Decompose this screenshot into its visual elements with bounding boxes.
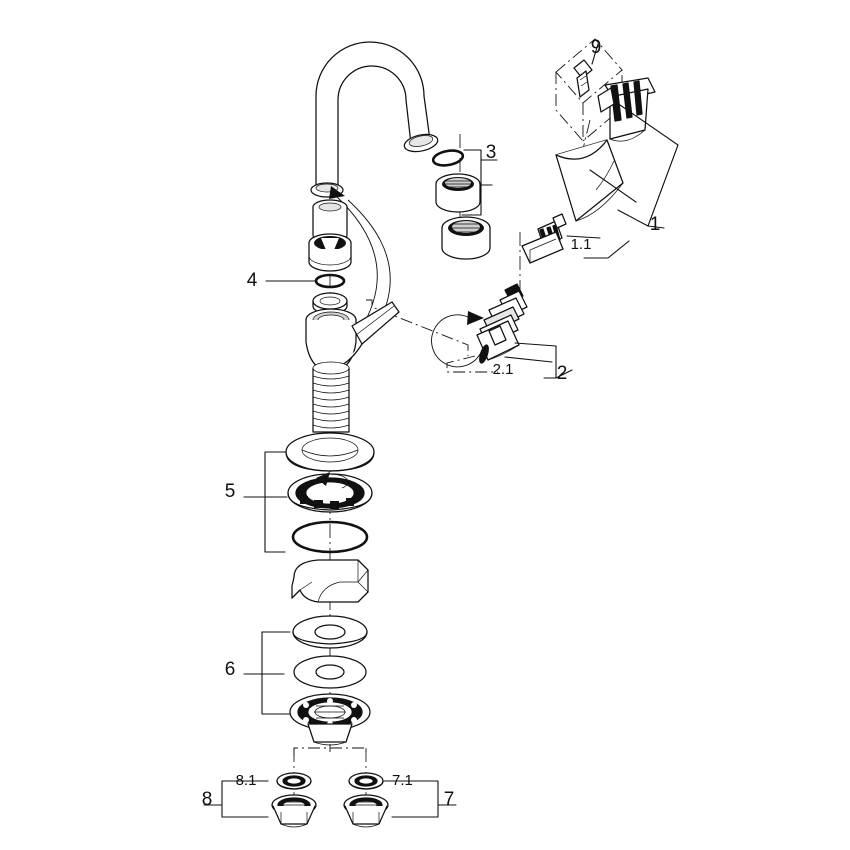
part-aerator-upper [435,173,481,213]
part-upper-o-ring [291,520,369,554]
callout-1-1-bracket [566,235,630,259]
callout-label-2: 2 [557,363,568,384]
callout-3-bracket [461,149,498,216]
callout-9-leader [591,43,599,65]
callout-label-1: 1 [650,214,661,235]
index-cap-plug [573,59,593,98]
callout-label-7: 7 [444,789,455,810]
part-handle-cap [597,77,656,142]
part-aerator-lower [441,216,491,260]
callout-label-7-1: 7.1 [392,772,413,789]
callout-label-8: 8 [202,789,213,810]
part-faucet-body [305,301,400,373]
part-spout-tube [315,41,431,193]
callout-label-5: 5 [225,481,236,502]
callout-label-8-1: 8.1 [236,772,257,789]
part-mounting-nut [289,693,371,746]
callout-7-bracket [383,780,457,818]
part-aerator-oring [431,149,465,167]
part-brass-ring [287,472,373,513]
callout-label-2-1: 2.1 [493,361,514,378]
callout-2-1-bracket [446,355,498,373]
part-lower-washer-upper [292,615,368,649]
callout-label-6: 6 [225,659,236,680]
part-handle-lever [555,139,624,222]
nut-split-leader [293,744,367,756]
part-spout-outlet-ring [403,133,439,153]
part-spout-collar [308,233,352,272]
part-lower-washer-lower [293,655,367,689]
callout-2-bracket [504,342,573,379]
shank-threads [312,375,350,429]
callout-8-bracket [203,780,269,818]
part-nut-7 [343,794,389,828]
part-washer-7-1 [348,772,384,790]
part-nut-8 [271,794,317,828]
callout-label-1-1: 1.1 [571,236,592,253]
part-cartridge [431,283,528,368]
part-threaded-shank [312,361,350,433]
callout-label-9: 9 [591,37,602,58]
callout-label-3: 3 [486,142,497,163]
callout-label-4: 4 [247,270,258,291]
callout-6-bracket [243,631,291,715]
part-stabiliser-block [291,559,369,603]
callout-1-bracket [589,104,679,229]
cartridge-install-leader [366,299,469,356]
part-index-cap-group [555,38,623,142]
callout-labels: 1 1.1 2 2.1 3 4 5 6 7 7.1 8 8.1 9 [202,37,661,810]
callout-5-bracket [243,451,288,553]
part-washer-8-1 [276,772,312,790]
part-escutcheon-cap [285,432,375,472]
part-handle-spacer [521,231,564,264]
